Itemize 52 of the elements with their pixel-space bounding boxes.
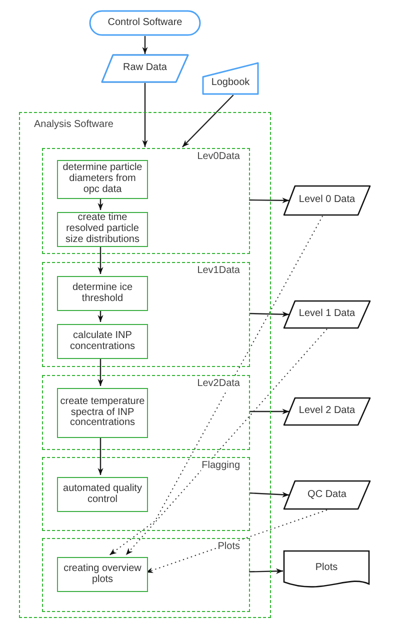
module-group [42, 262, 250, 367]
arrow [249, 198, 290, 204]
data-parallelogram [283, 300, 371, 329]
arrow [98, 197, 104, 210]
node-label: calculate INP concentrations [68, 330, 136, 352]
node-label: automated quality control [62, 484, 143, 506]
dotted-arrow [125, 328, 328, 556]
node-label: Level 0 Data [298, 195, 356, 206]
process-box [57, 477, 148, 512]
module-group [42, 375, 250, 450]
module-group [42, 148, 250, 254]
data-parallelogram [101, 54, 189, 83]
node-label: Level 1 Data [298, 309, 356, 320]
node-label: Control Software [106, 18, 184, 28]
process-box [57, 388, 148, 438]
arrow [98, 436, 104, 475]
arrow [142, 36, 148, 54]
arrow [248, 568, 284, 574]
module-group [42, 538, 250, 612]
process-box [57, 557, 148, 592]
node-label: Raw Data [122, 63, 168, 74]
node-label: Level 2 Data [298, 406, 356, 417]
start-terminal [89, 10, 201, 36]
module-group [42, 457, 250, 531]
dotted-arrow [109, 216, 324, 556]
data-parallelogram [283, 480, 371, 510]
node-label: determine ice threshold [71, 282, 134, 304]
container-title: Analysis Software [34, 119, 114, 131]
arrow [98, 357, 104, 386]
arrow [248, 492, 290, 498]
software-container [19, 112, 271, 618]
node-label: create temperature spectra of INP concentrations [59, 396, 146, 430]
node-label: create time resolved particle size distributions [64, 213, 140, 246]
data-parallelogram [283, 185, 371, 216]
node-label: Plots [314, 562, 339, 574]
process-box [57, 212, 148, 247]
group-title: Lev2Data [196, 378, 241, 390]
node-label: creating overview plots [62, 564, 142, 586]
arrow [98, 309, 104, 322]
process-box [57, 324, 148, 359]
group-title: Flagging [200, 460, 241, 472]
arrow [249, 408, 290, 414]
process-box [57, 276, 148, 311]
node-label: Logbook [210, 78, 251, 89]
arrow [182, 94, 234, 148]
node-label: determine particle diameters from opc data [62, 163, 144, 196]
arrow [142, 83, 148, 147]
data-parallelogram [283, 397, 371, 426]
manual-input-shape [202, 62, 259, 95]
arrow [248, 312, 290, 318]
node-label: QC Data [306, 490, 348, 500]
arrow [98, 245, 104, 274]
